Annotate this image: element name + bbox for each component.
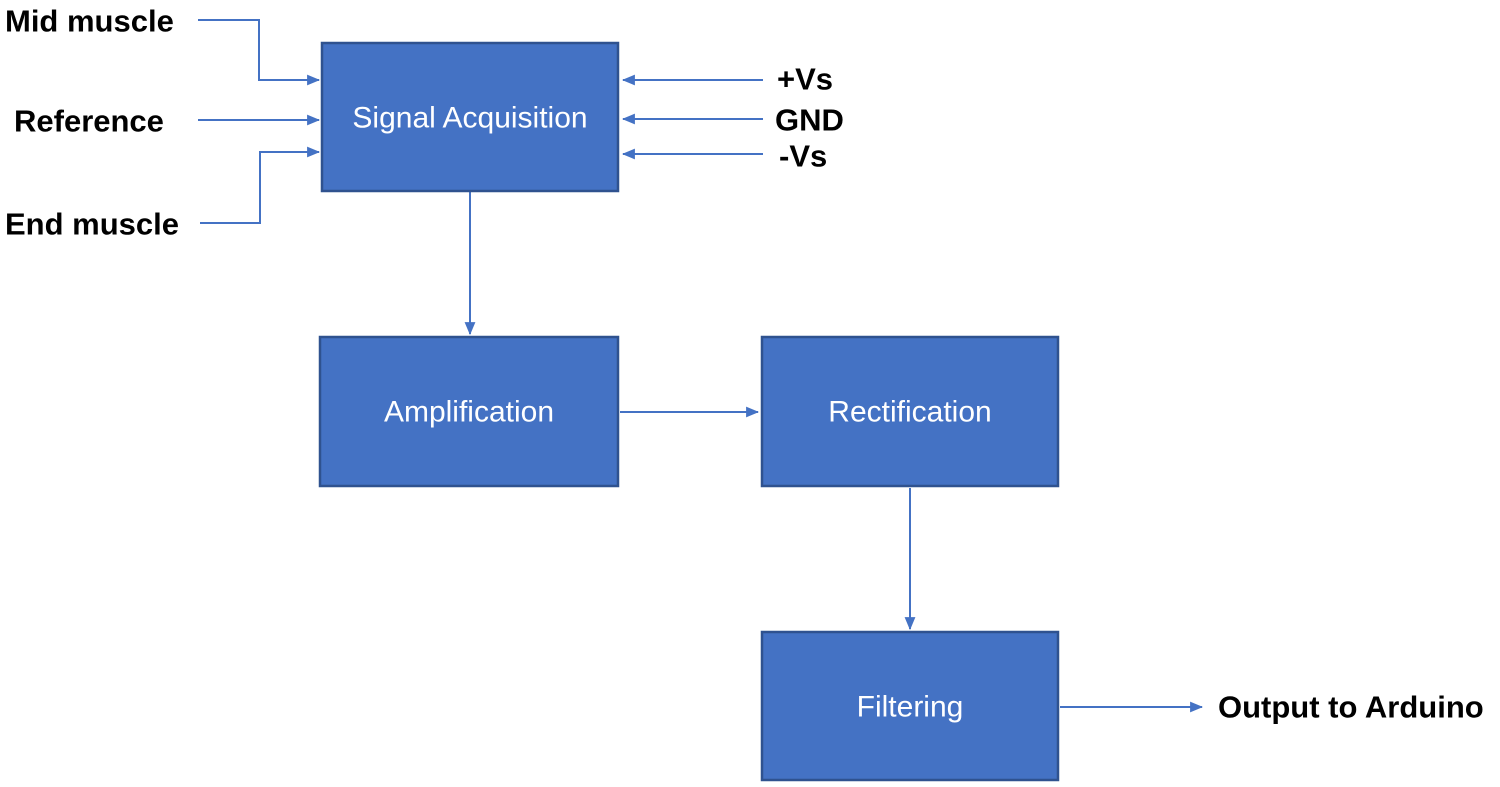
mid-muscle-connector-arrow (198, 19, 321, 86)
plus-vs-label: +Vs (777, 62, 833, 97)
mid-muscle-label: Mid muscle (5, 4, 174, 39)
rectification-box-label: Rectification (828, 396, 991, 429)
signal-acquisition-box-label: Signal Acquisition (352, 102, 587, 135)
end-muscle-label: End muscle (5, 207, 179, 242)
amplification-box (318, 335, 620, 488)
signal-acquisition-box (320, 41, 620, 193)
filtering-box (760, 630, 1060, 782)
filtering-box-label: Filtering (857, 691, 964, 724)
end-muscle-connector-arrow (200, 146, 321, 224)
minus-vs-label: -Vs (779, 139, 827, 174)
rectification-box (760, 335, 1060, 488)
gnd-label: GND (775, 103, 844, 138)
output-to-arduino-label: Output to Arduino (1218, 690, 1484, 725)
reference-label: Reference (14, 104, 164, 139)
amplification-box-label: Amplification (384, 396, 554, 429)
